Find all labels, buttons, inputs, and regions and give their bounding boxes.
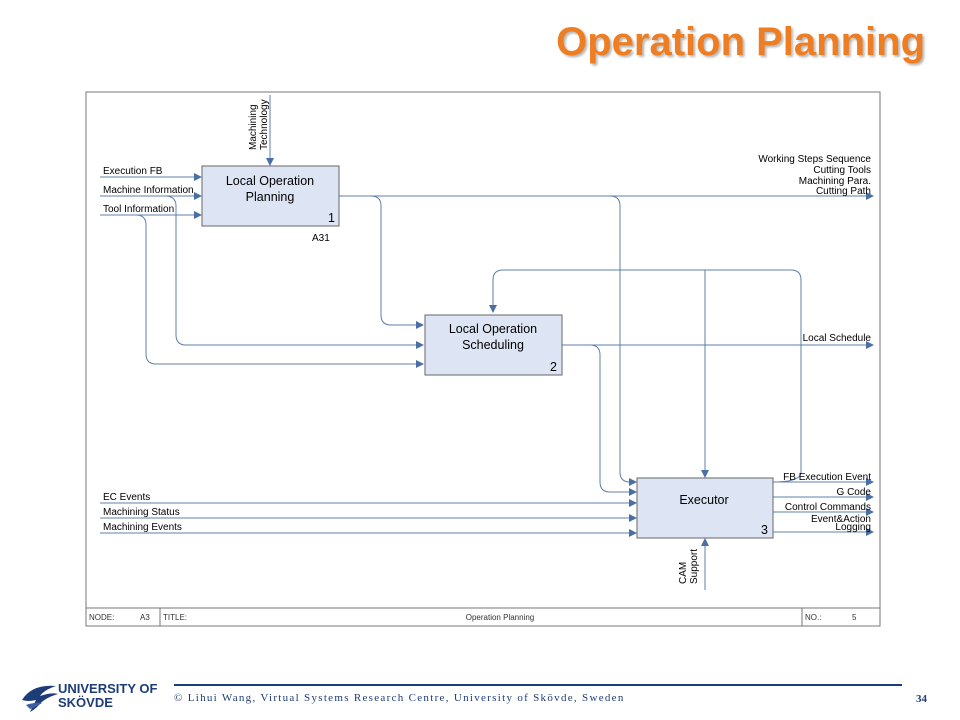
output-fb-execution-event: FB Execution Event <box>783 472 871 483</box>
mechanism-label-line1: CAM <box>678 562 689 584</box>
control-label-machining-technology: Machining Technology <box>248 99 270 150</box>
university-logo: UNIVERSITY OF SKÖVDE <box>58 682 157 710</box>
footer-rule <box>174 684 902 686</box>
footer-node-value: A3 <box>140 613 150 622</box>
output-working-steps-sequence: Working Steps Sequence <box>758 154 871 165</box>
output-local-schedule: Local Schedule <box>803 333 872 344</box>
connector-lines <box>100 95 874 590</box>
control-label-line2: Technology <box>259 99 270 150</box>
output-logging: Logging <box>835 522 871 533</box>
output-control-commands: Control Commands <box>785 502 871 513</box>
input-machining-status: Machining Status <box>103 507 180 518</box>
input-execution-fb: Execution FB <box>103 166 163 177</box>
output-machining-para: Machining Para. <box>799 176 871 187</box>
box-local-operation-planning <box>201 165 340 227</box>
box-executor <box>636 477 774 539</box>
control-label-line1: Machining <box>248 104 259 150</box>
box2-line1: Local Operation <box>449 322 537 336</box>
box2-number: 2 <box>550 360 557 374</box>
box2-line2: Scheduling <box>462 338 524 352</box>
box-local-operation-scheduling <box>424 314 563 376</box>
footer-node-label: NODE: <box>89 613 114 622</box>
input-machining-events: Machining Events <box>103 522 182 533</box>
footer-title-label: TITLE: <box>163 613 187 622</box>
page-number: 34 <box>916 693 927 705</box>
input-tool-information: Tool Information <box>103 204 174 215</box>
logo-line2: SKÖVDE <box>58 695 113 710</box>
output-cutting-path: Cutting Path <box>816 186 871 197</box>
box1-number: 1 <box>328 211 335 225</box>
footer-credit: © Lihui Wang, Virtual Systems Research C… <box>174 692 625 704</box>
box1-node-ref: A31 <box>312 233 330 244</box>
input-ec-events: EC Events <box>103 492 150 503</box>
slide-title: Operation Planning <box>556 20 925 64</box>
mechanism-label-line2: Support <box>689 549 700 584</box>
university-logo-icon <box>22 685 58 712</box>
logo-line1: UNIVERSITY OF <box>58 681 158 696</box>
mechanism-label-cam-support: CAM Support <box>678 549 700 584</box>
box3-number: 3 <box>761 523 768 537</box>
input-machine-information: Machine Information <box>103 185 194 196</box>
footer-no-label: NO.: <box>805 613 821 622</box>
box3-line1: Executor <box>679 493 728 507</box>
box1-line1: Local Operation <box>226 174 314 188</box>
footer-no-value: 5 <box>852 613 857 622</box>
box1-line2: Planning <box>246 190 295 204</box>
output-g-code: G Code <box>837 487 872 498</box>
footer-title-value: Operation Planning <box>466 613 535 622</box>
output-event-action: Event&Action <box>811 514 871 525</box>
output-cutting-tools: Cutting Tools <box>813 165 871 176</box>
